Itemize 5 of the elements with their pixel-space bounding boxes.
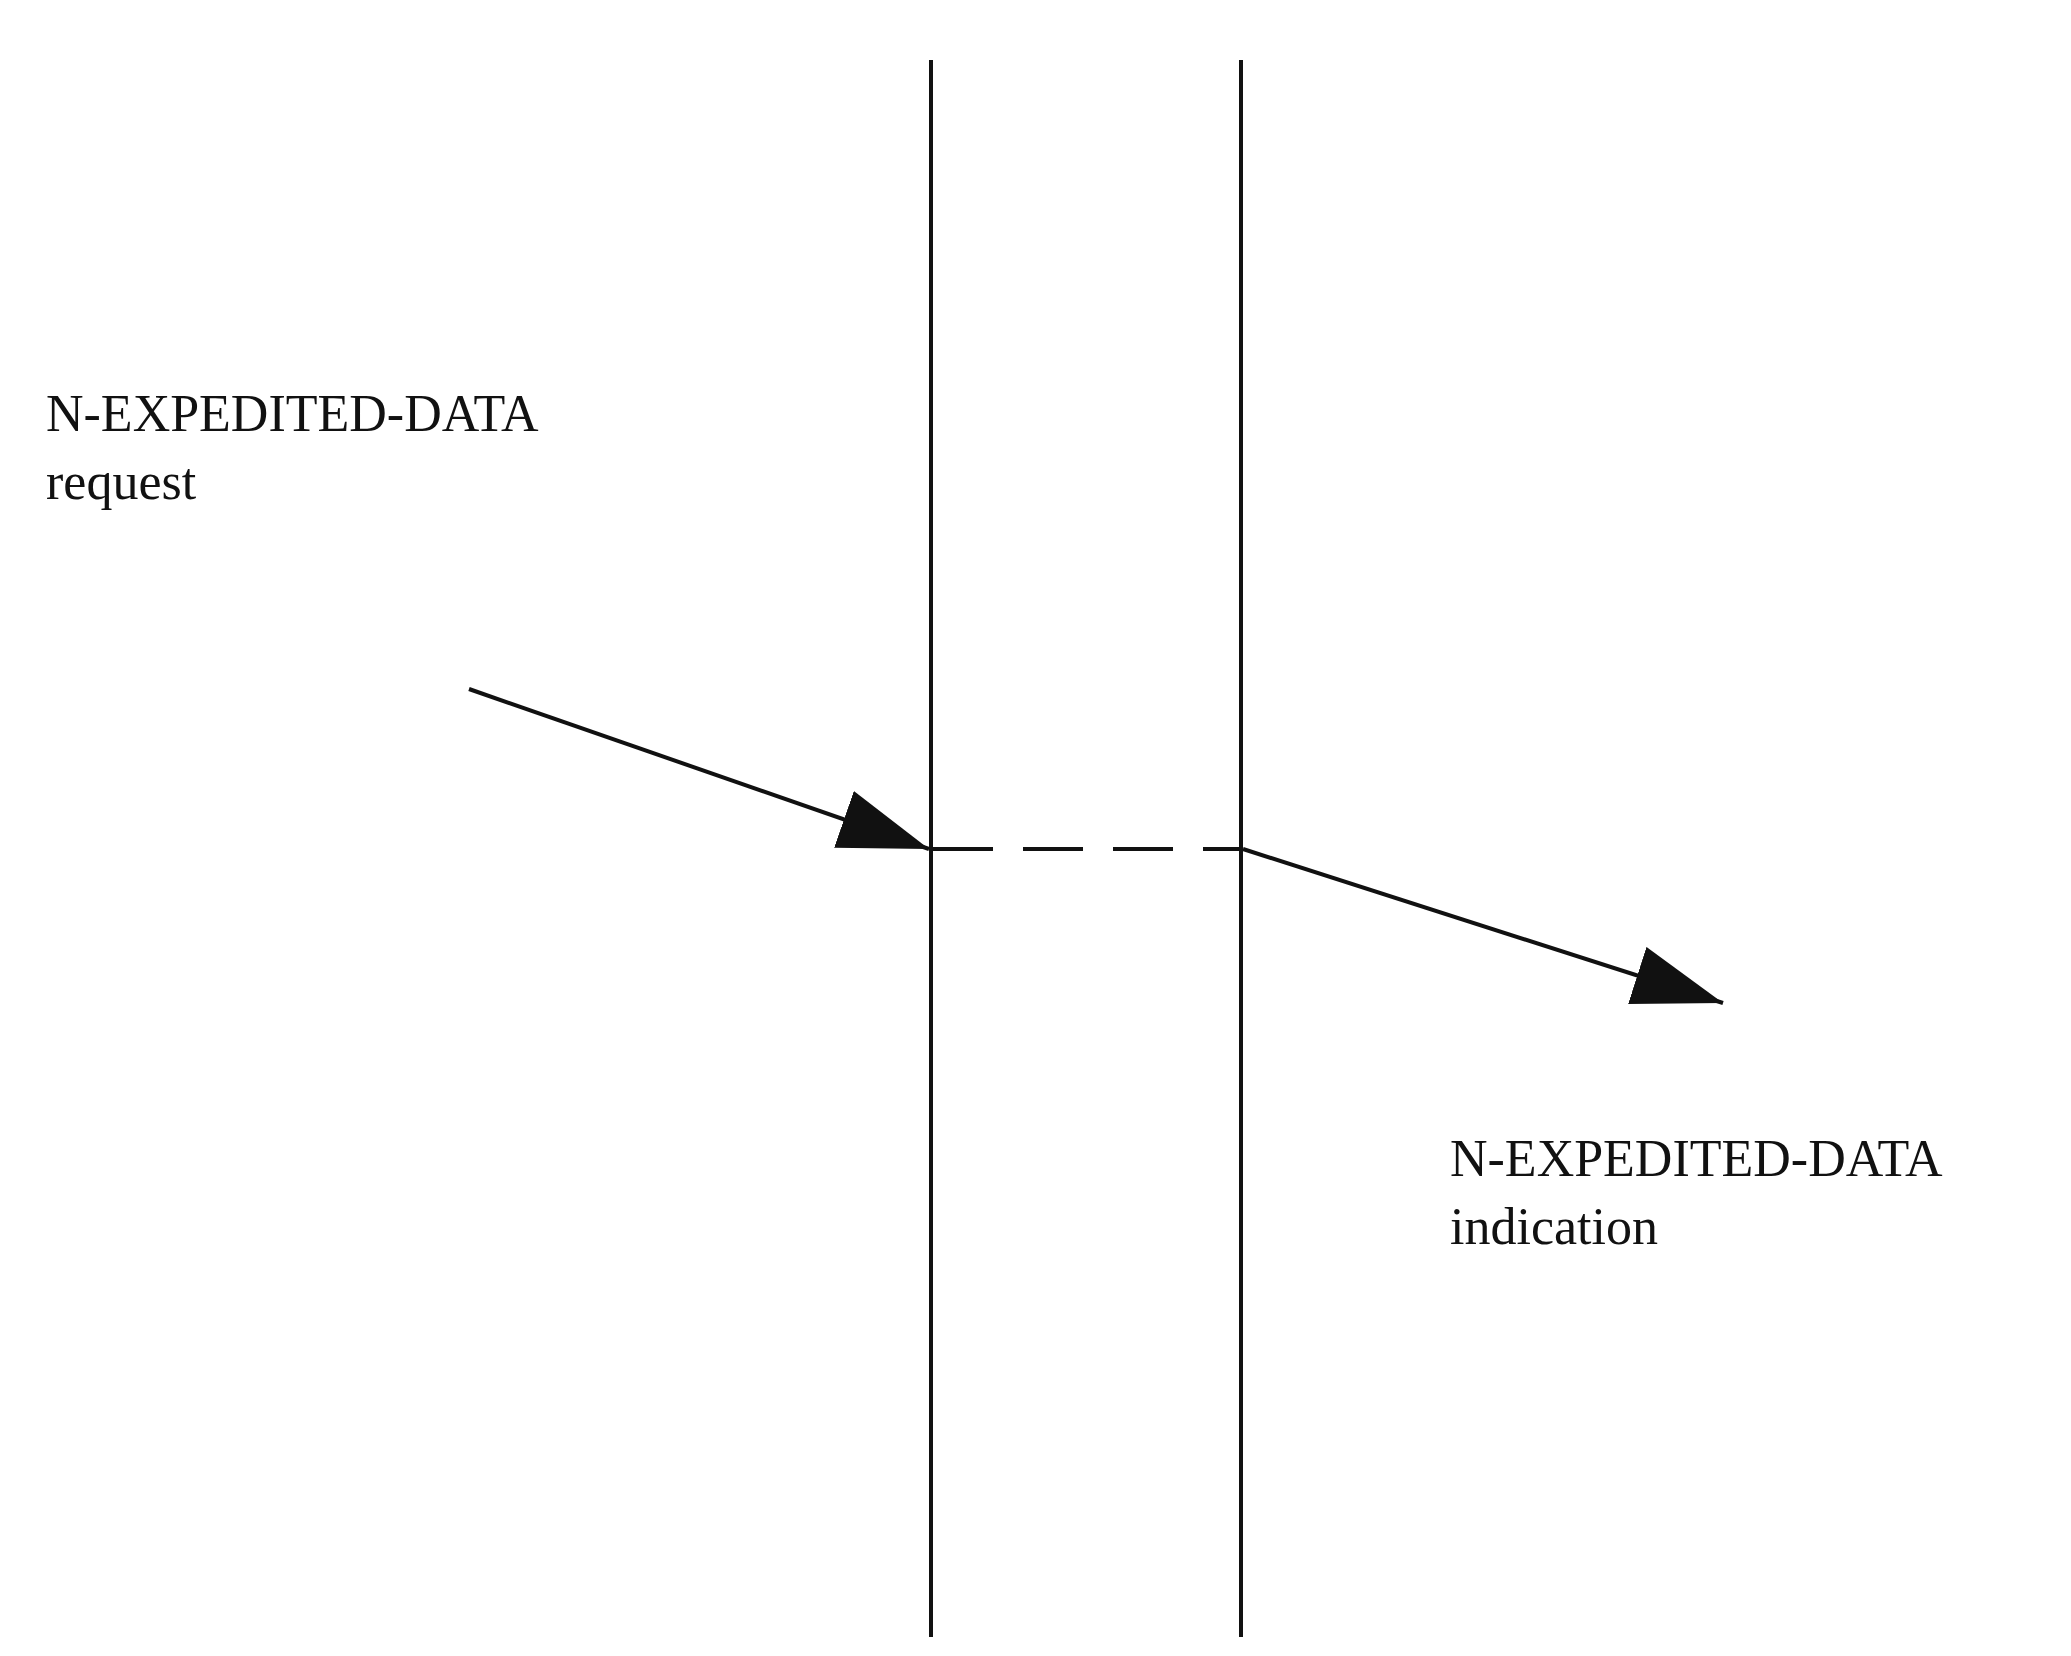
lifeline xyxy=(1239,60,1243,1637)
dashed-line xyxy=(933,847,1239,851)
lifeline xyxy=(929,60,933,1637)
primitive-label: N-EXPEDITED-DATA request xyxy=(46,384,538,512)
primitive-label: N-EXPEDITED-DATA indication xyxy=(1450,1129,1942,1257)
